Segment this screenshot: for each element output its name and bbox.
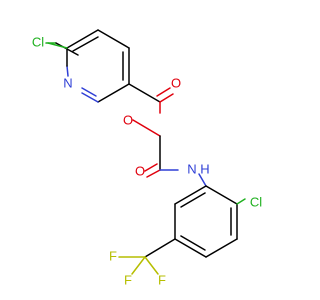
bond-n-c	[66, 65, 69, 77]
bond-ar-6	[174, 185, 207, 205]
bond-ar-1	[205, 185, 238, 205]
molecule-structure: Cl N O O O N H Cl F F F	[32, 29, 262, 287]
bond-n-aryl	[198, 173, 207, 187]
bond-c-n-lower	[81, 92, 99, 103]
ester-linker	[128, 83, 179, 178]
chlorine-pyridine-label: Cl	[32, 34, 44, 49]
phenyl-ring	[144, 173, 246, 258]
bond-carbonyl-o-double	[156, 87, 171, 97]
bond-c-c-top	[97, 29, 130, 49]
bond-ar-4	[174, 238, 207, 258]
nitrogen-amide-label: N	[187, 161, 196, 176]
bond-ar-cf3	[144, 238, 176, 258]
bond-c-n-lower-double	[81, 87, 97, 97]
bond-cl-pyridine	[47, 42, 68, 49]
bond-ar-4-double	[180, 235, 206, 251]
bond-ar-6-double	[180, 192, 206, 208]
chlorine-phenyl-label: Cl	[250, 194, 262, 209]
bond-carbonyl-o	[159, 93, 174, 103]
nitrogen-pyridine-label: N	[63, 75, 72, 90]
fluorine-left-label: F	[109, 248, 117, 263]
oxygen-ester-label: O	[123, 112, 133, 127]
oxygen-carbonyl-ester-label: O	[171, 75, 181, 90]
trifluoromethyl-group	[118, 256, 159, 275]
bond-carbonyl-to-o	[147, 102, 160, 109]
bond-c-f-bottom-left	[131, 256, 146, 275]
hydrogen-amide-label: H	[200, 161, 209, 176]
bond-c-f-bottom-right	[144, 256, 159, 275]
bond-amide-o	[146, 169, 161, 178]
bond-c-c-left-top-double	[72, 36, 99, 52]
bond-c-c-left-top	[66, 29, 99, 49]
oxygen-amide-label: O	[135, 163, 145, 178]
fluorine-bottom-left-label: F	[124, 272, 132, 287]
bond-ring-carbonyl	[128, 83, 161, 103]
bond-ar-cl	[236, 198, 246, 205]
bond-amide-o-double	[144, 163, 158, 172]
bond-c-c-bottom-right	[97, 83, 130, 103]
bond-o-ch2-right	[132, 119, 161, 137]
pyridine-ring	[45, 29, 130, 103]
bond-ar-3	[205, 238, 238, 258]
atom-labels: Cl N O O O N H Cl F F F	[32, 34, 262, 287]
fluorine-bottom-right-label: F	[158, 272, 166, 287]
